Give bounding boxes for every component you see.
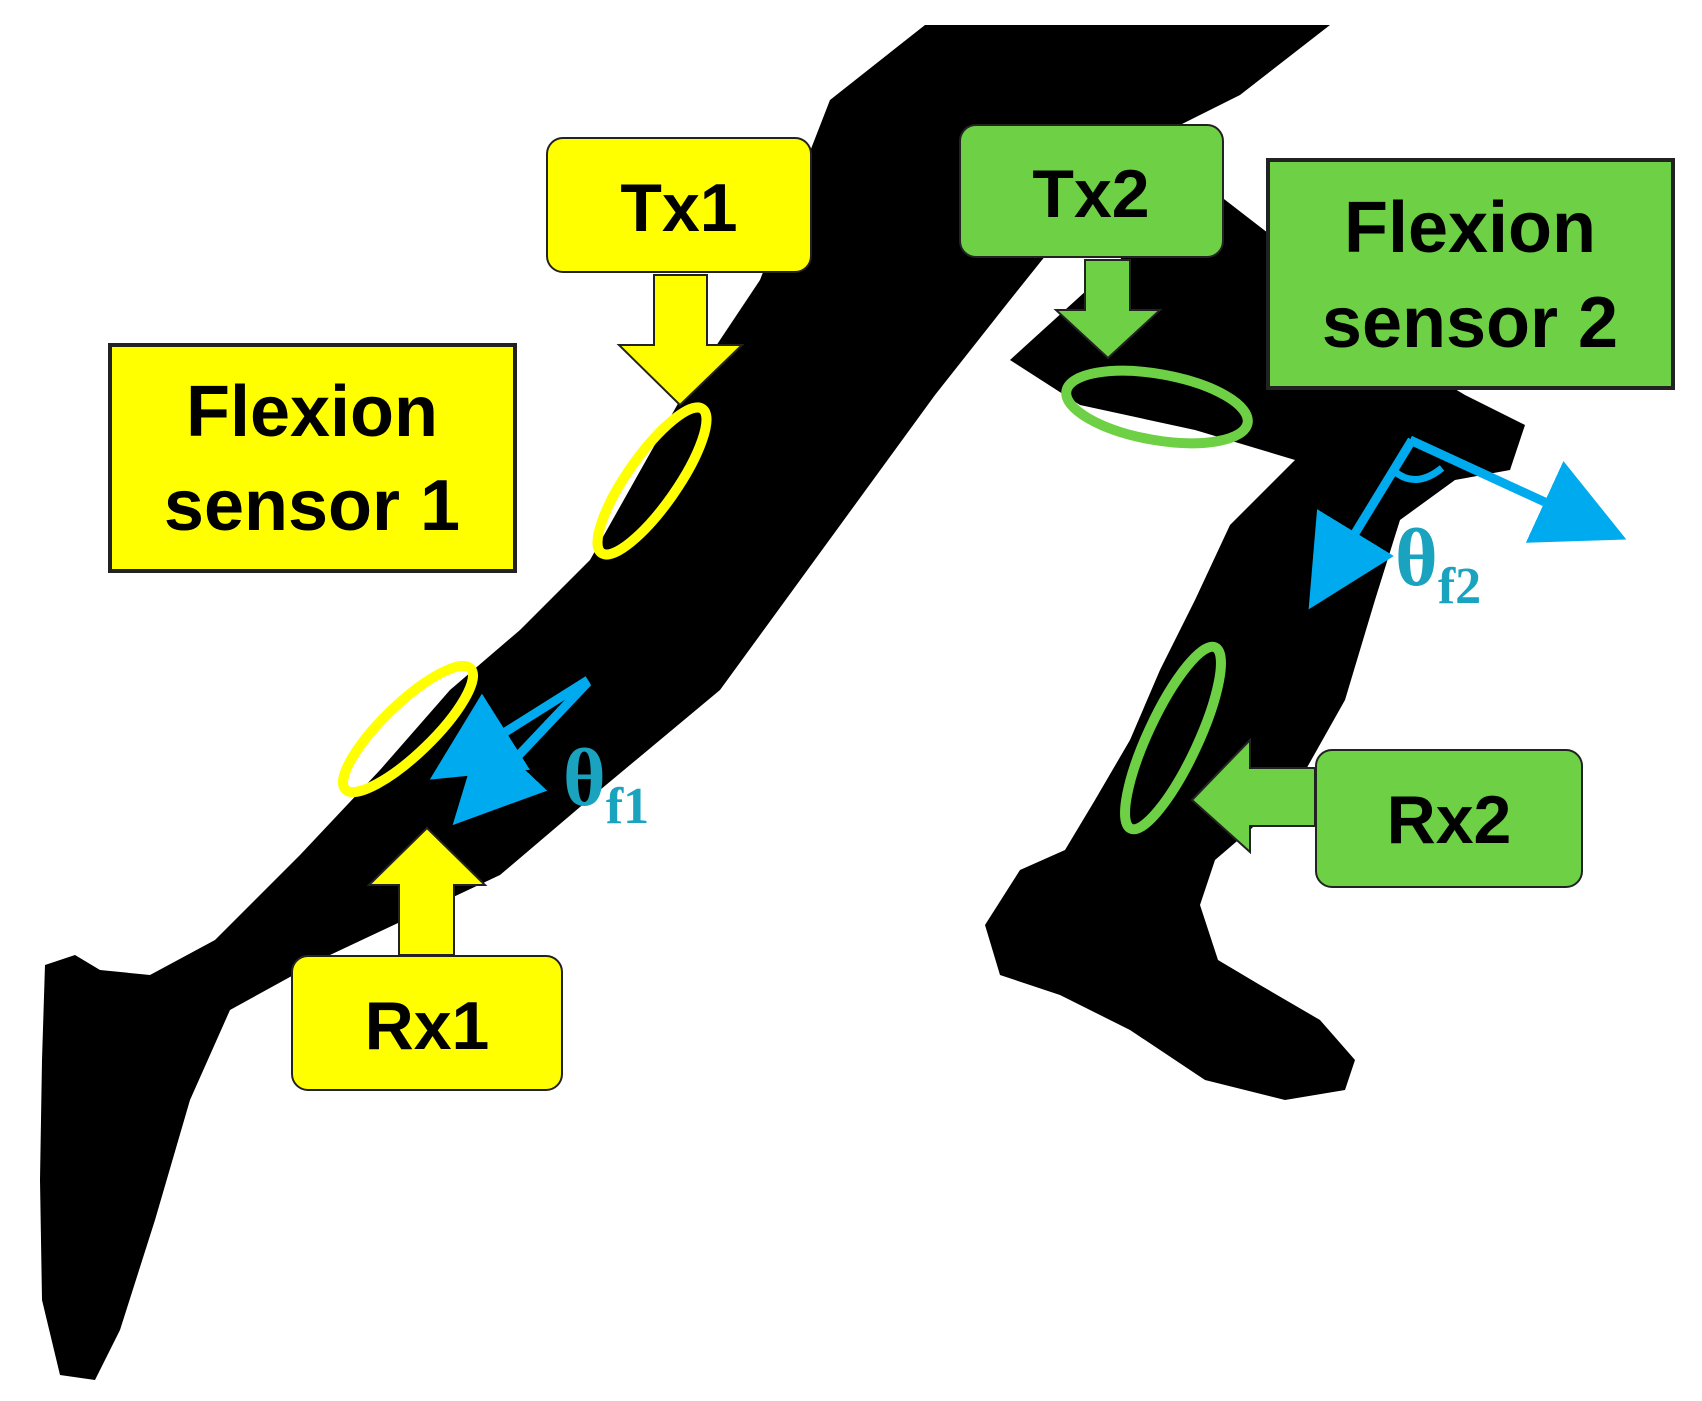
flexion-sensor-1: Tx1 Rx1 Flexion sensor 1: [108, 137, 812, 1091]
tx1-arrow: [616, 274, 745, 407]
tx2-box: [959, 124, 1224, 258]
theta-f2-label: θf2: [1395, 512, 1481, 615]
theta-f1-arrow-lower: [452, 678, 592, 826]
theta-f1-symbol: θ: [563, 732, 606, 823]
flexion-sensor-2-title-line2: sensor 2: [1322, 283, 1618, 363]
rx2-coil: [1120, 641, 1226, 835]
tx2-coil: [1061, 365, 1253, 449]
flexion-sensor-1-title-line2: sensor 1: [164, 466, 460, 546]
tx1-box: [546, 137, 812, 273]
theta-f1-subscript: f1: [606, 778, 649, 835]
rx1-coil: [338, 660, 478, 798]
tx1-coil: [592, 402, 712, 560]
theta-f2-arrow-right: [1408, 435, 1627, 543]
rx1-box: [291, 955, 563, 1091]
flexion-sensor-1-box: [108, 343, 517, 573]
flexion-sensor-2-title-line1: Flexion: [1344, 188, 1596, 268]
rx2-arrow: [1190, 737, 1316, 855]
flexion-sensor-2: Tx2 Rx2 Flexion sensor 2: [959, 124, 1675, 888]
left-leg-silhouette: [40, 25, 1330, 1380]
rx2-label: Rx2: [1387, 782, 1512, 858]
theta-f2-symbol: θ: [1395, 512, 1438, 603]
rx1-arrow: [366, 826, 488, 956]
tx2-label: Tx2: [1032, 156, 1149, 232]
theta-f1-angle-arc: [497, 731, 511, 771]
rx2-box: [1315, 749, 1583, 888]
tx2-arrow: [1053, 259, 1163, 360]
rx1-label: Rx1: [365, 988, 490, 1064]
angle-theta-f2: [1308, 435, 1627, 610]
tx1-label: Tx1: [620, 170, 737, 246]
theta-f2-arrow-down: [1308, 437, 1416, 610]
theta-f1-label: θf1: [563, 732, 649, 835]
flexion-sensor-1-title-line1: Flexion: [186, 372, 438, 452]
theta-f2-angle-arc: [1390, 465, 1445, 483]
flexion-sensor-2-box: [1266, 158, 1675, 390]
leg-silhouette: [40, 25, 1525, 1380]
theta-f2-subscript: f2: [1438, 558, 1481, 615]
right-leg-silhouette: [985, 165, 1525, 1100]
angle-theta-f1: [429, 676, 592, 826]
